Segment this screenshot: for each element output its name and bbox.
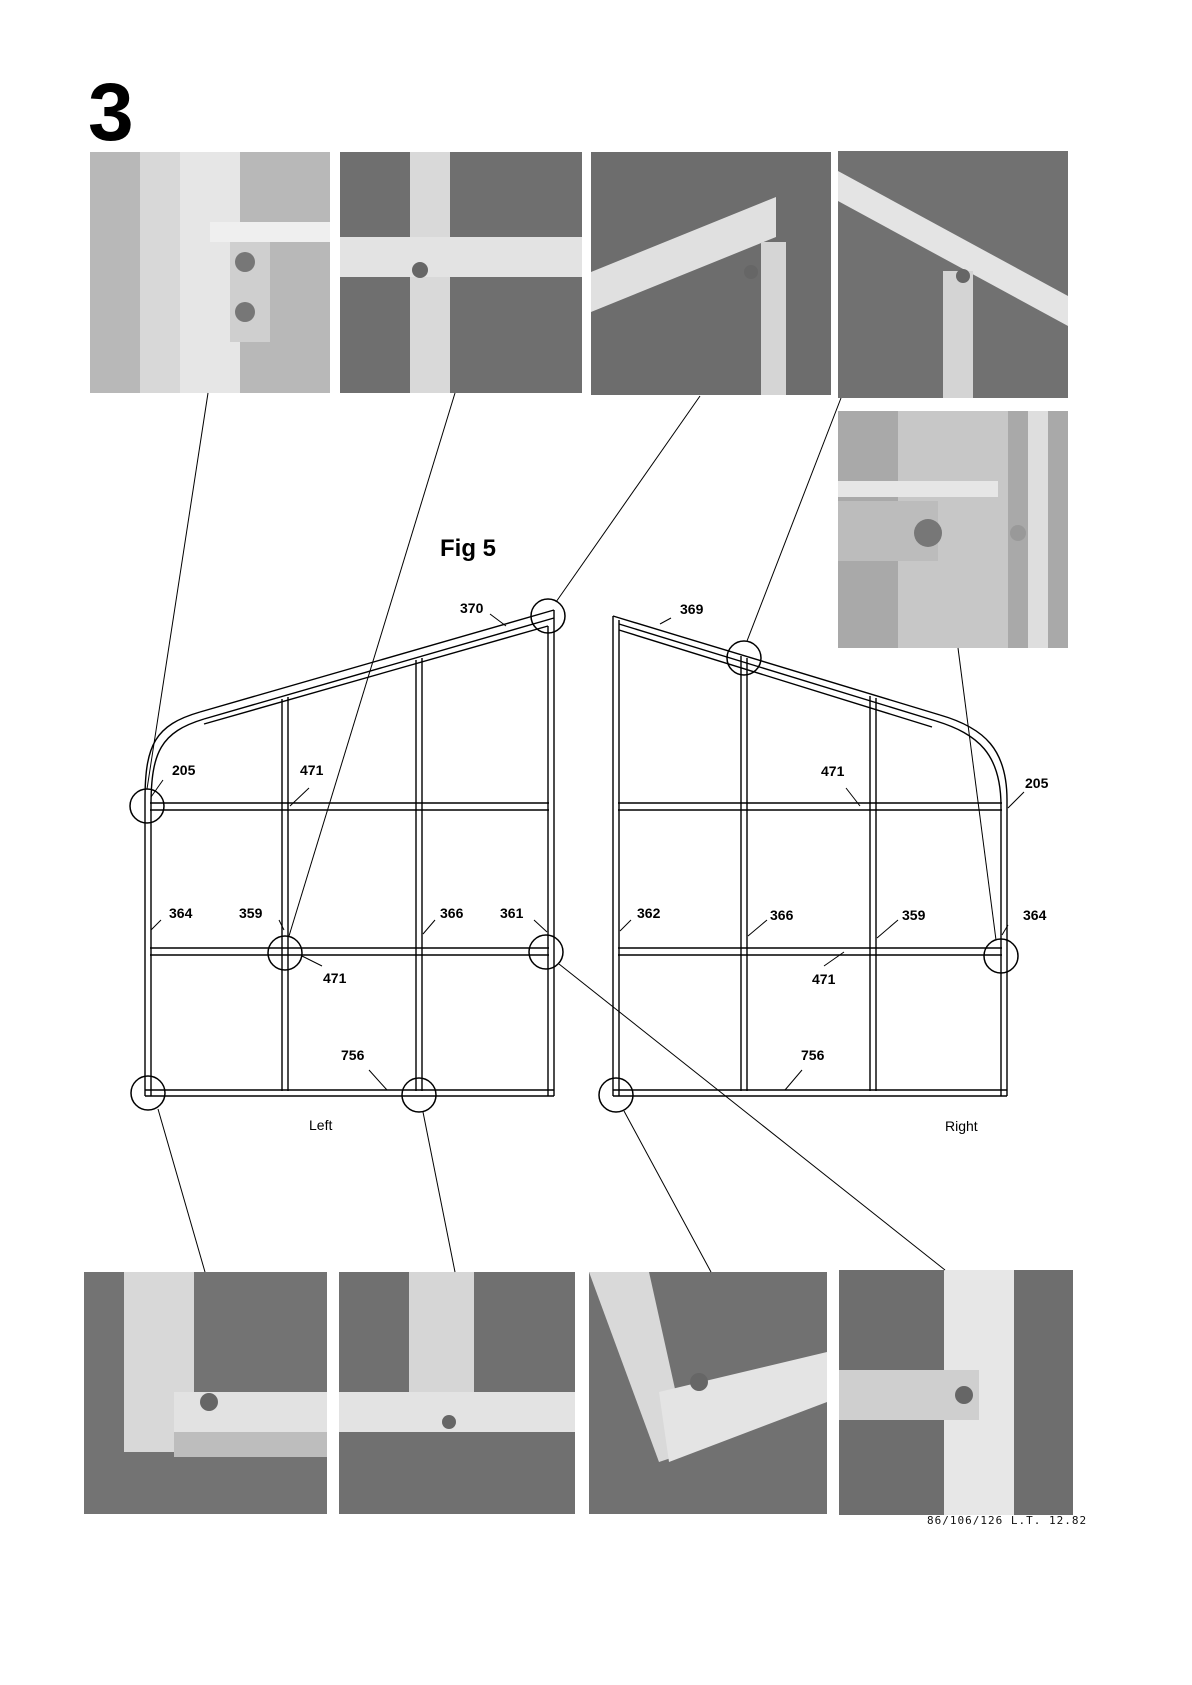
figure-title: Fig 5 xyxy=(440,535,496,562)
part-label-471-right-upper: 471 xyxy=(821,763,845,779)
part-label-756-right: 756 xyxy=(801,1047,825,1063)
left-panel-label: Left xyxy=(309,1117,332,1133)
part-label-756-left: 756 xyxy=(341,1047,365,1063)
part-label-366-right: 366 xyxy=(770,907,794,923)
part-label-359-right: 359 xyxy=(902,907,926,923)
part-label-359-left: 359 xyxy=(239,905,263,921)
part-label-364-left: 364 xyxy=(169,905,193,921)
document-code: 86/106/126 L.T. 12.82 xyxy=(927,1514,1087,1527)
part-label-362: 362 xyxy=(637,905,661,921)
part-label-471-right-lower: 471 xyxy=(812,971,836,987)
part-label-205-left: 205 xyxy=(172,762,196,778)
part-label-471-left-lower: 471 xyxy=(323,970,347,986)
part-label-366-left: 366 xyxy=(440,905,464,921)
part-label-364-right: 364 xyxy=(1023,907,1047,923)
right-panel-label: Right xyxy=(945,1118,978,1134)
part-label-369: 369 xyxy=(680,601,704,617)
part-label-370: 370 xyxy=(460,600,484,616)
part-label-471-left-upper: 471 xyxy=(300,762,324,778)
part-label-205-right: 205 xyxy=(1025,775,1049,791)
part-label-361: 361 xyxy=(500,905,524,921)
